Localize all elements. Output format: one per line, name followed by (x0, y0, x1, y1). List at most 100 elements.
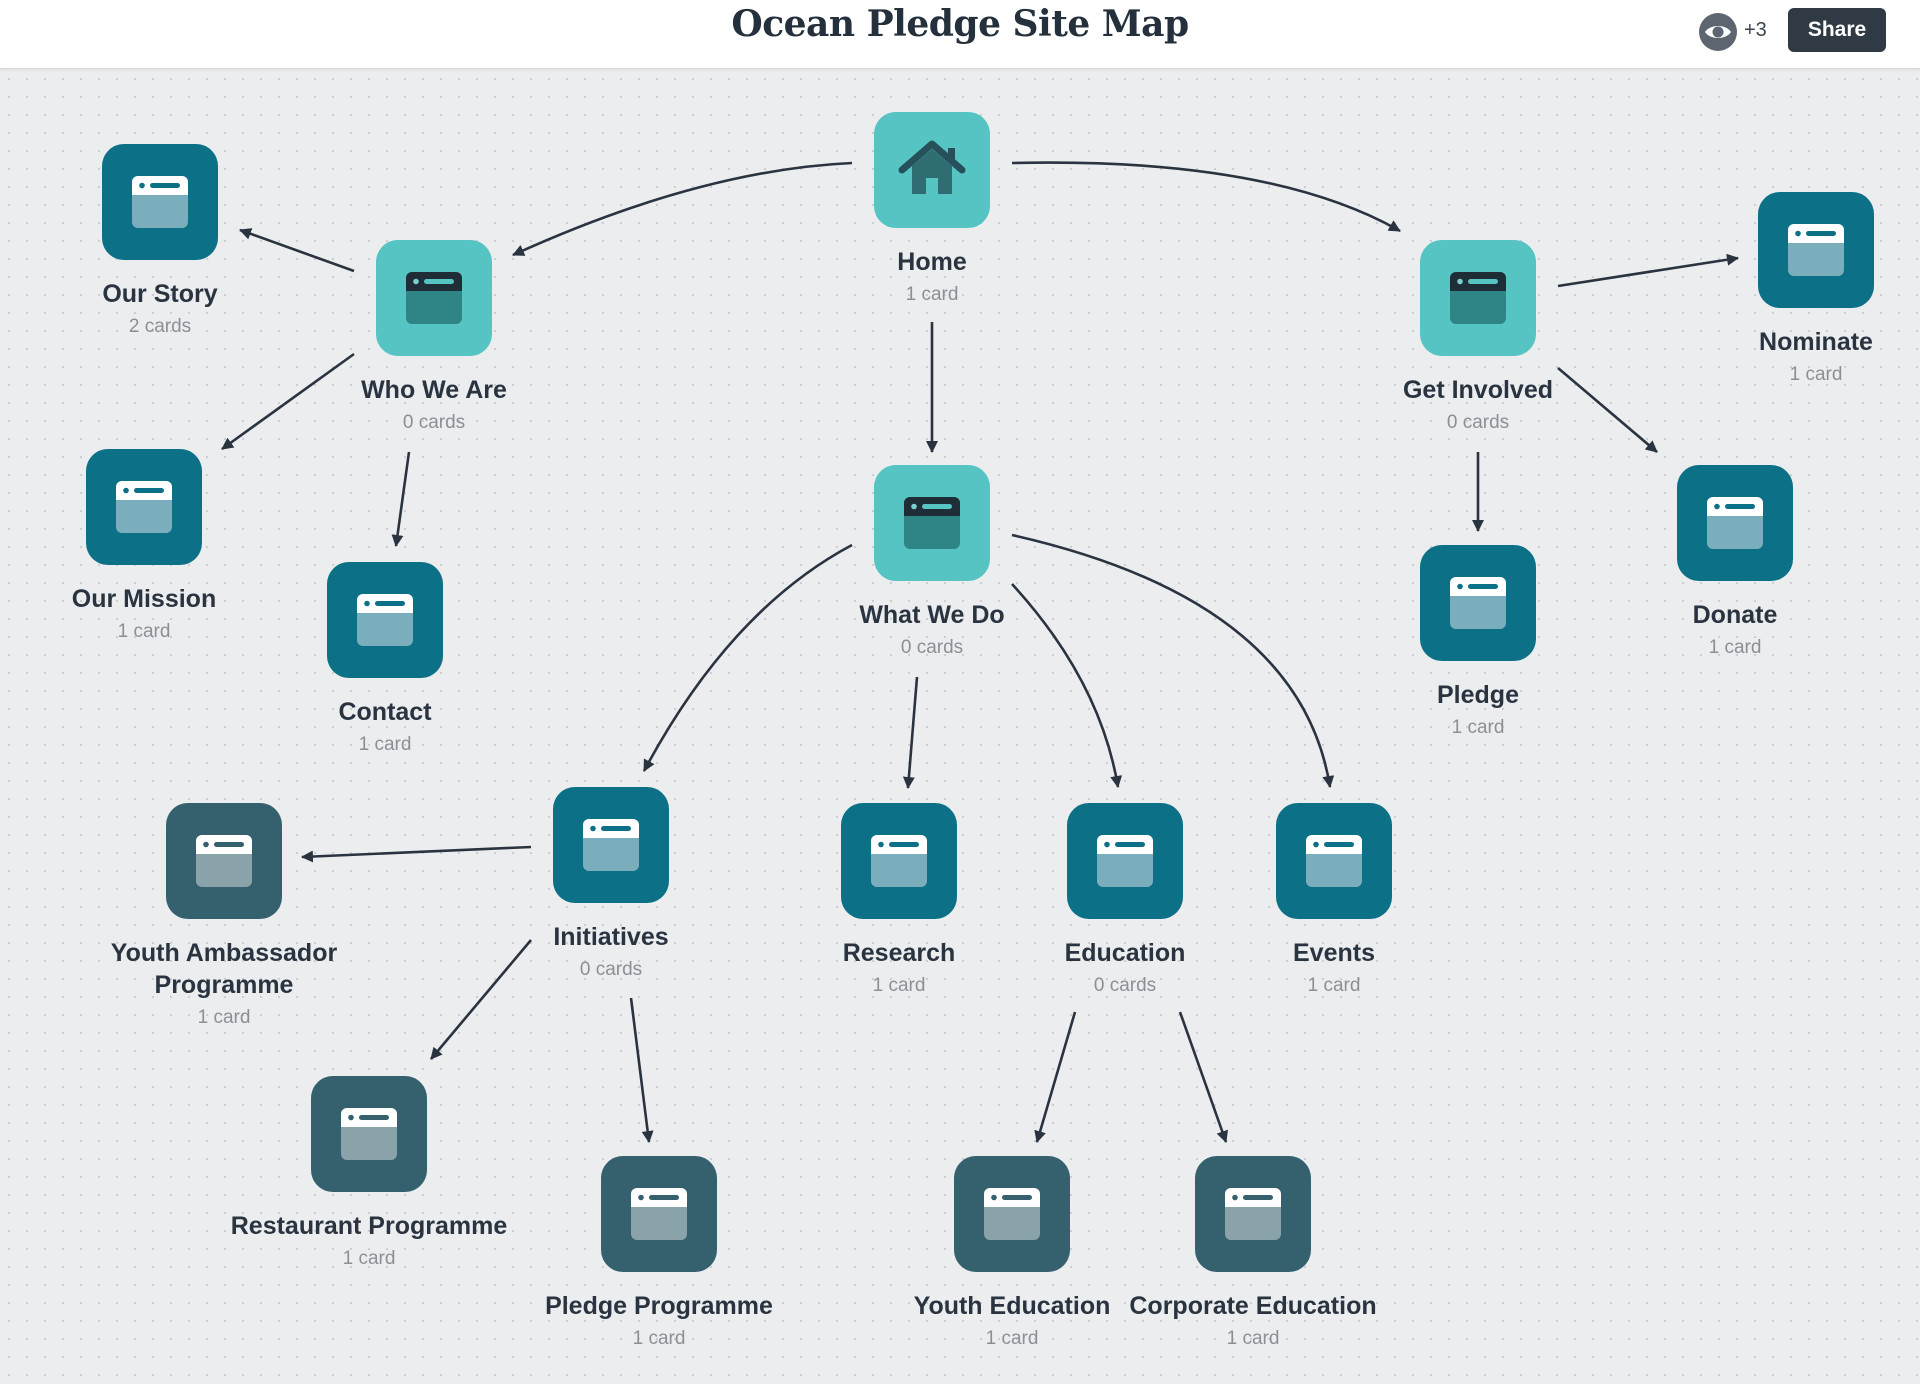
node-tile[interactable] (102, 144, 218, 260)
edge-what-we-do-to-initiatives (642, 543, 853, 772)
node-label: Contact (338, 698, 432, 726)
node-label: Donate (1692, 601, 1778, 629)
node-tile[interactable] (1195, 1156, 1311, 1272)
node-tile[interactable] (601, 1156, 717, 1272)
node-get-involved[interactable]: Get Involved 0 cards (1338, 240, 1618, 434)
page-icon (357, 594, 413, 646)
node-card-count: 0 cards (1093, 975, 1157, 996)
page-icon (196, 835, 252, 887)
node-label: Who We Are (361, 376, 507, 404)
node-card-count: 0 cards (579, 959, 643, 980)
node-label: Pledge Programme (545, 1292, 773, 1320)
edge-initiatives-to-youth-ambassador (301, 845, 532, 863)
node-card-count: 1 card (1789, 364, 1843, 385)
page-icon (116, 481, 172, 533)
edge-what-we-do-to-events (1011, 533, 1335, 788)
node-label: Nominate (1759, 328, 1873, 356)
edge-home-to-get-involved (1011, 161, 1401, 233)
viewers-count: +3 (1744, 19, 1767, 41)
node-tile[interactable] (1420, 545, 1536, 661)
node-tile[interactable] (166, 803, 282, 919)
node-label: Our Mission (71, 585, 217, 613)
edge-what-we-do-to-research (902, 676, 919, 789)
node-card-count: 1 card (358, 734, 412, 755)
node-contact[interactable]: Contact 1 card (245, 562, 525, 756)
edge-education-to-youth-education (1034, 1011, 1077, 1143)
page-icon (631, 1188, 687, 1240)
node-label: Get Involved (1402, 376, 1554, 404)
node-nominate[interactable]: Nominate 1 card (1676, 192, 1920, 386)
node-youth-ambassador[interactable]: Youth Ambassador Programme 1 card (84, 803, 364, 1029)
node-tile[interactable] (1276, 803, 1392, 919)
node-label: Our Story (102, 280, 218, 308)
page-icon (871, 835, 927, 887)
page-icon (904, 497, 960, 549)
node-label: Initiatives (553, 923, 669, 951)
node-tile[interactable] (954, 1156, 1070, 1272)
node-tile[interactable] (841, 803, 957, 919)
node-initiatives[interactable]: Initiatives 0 cards (471, 787, 751, 981)
edge-get-involved-to-donate (1557, 367, 1658, 453)
node-card-count: 1 card (117, 621, 171, 642)
node-tile[interactable] (327, 562, 443, 678)
node-pledge-programme[interactable]: Pledge Programme 1 card (519, 1156, 799, 1350)
node-card-count: 1 card (905, 284, 959, 305)
node-tile[interactable] (1420, 240, 1536, 356)
node-tile[interactable] (874, 112, 990, 228)
page-icon (406, 272, 462, 324)
node-label: Research (842, 939, 956, 967)
share-button[interactable]: Share (1788, 8, 1886, 52)
node-tile[interactable] (376, 240, 492, 356)
node-tile[interactable] (1677, 465, 1793, 581)
node-card-count: 0 cards (402, 412, 466, 433)
node-label: Restaurant Programme (230, 1212, 508, 1240)
page-title: Ocean Pledge Site Map (731, 3, 1189, 45)
node-corporate-education[interactable]: Corporate Education 1 card (1113, 1156, 1393, 1350)
node-our-mission[interactable]: Our Mission 1 card (4, 449, 284, 643)
eye-icon (1699, 13, 1737, 51)
node-label: Youth Ambassador Programme (110, 939, 338, 999)
edge-initiatives-to-restaurant (430, 939, 532, 1060)
home-icon (898, 140, 966, 194)
page-icon (1788, 224, 1844, 276)
node-card-count: 0 cards (1446, 412, 1510, 433)
edge-home-to-who-we-are (512, 161, 853, 257)
node-card-count: 1 card (1307, 975, 1361, 996)
edge-initiatives-to-pledge-programme (629, 997, 654, 1143)
node-tile[interactable] (86, 449, 202, 565)
node-tile[interactable] (1067, 803, 1183, 919)
node-card-count: 1 card (1451, 717, 1505, 738)
page-icon (1450, 577, 1506, 629)
node-card-count: 1 card (197, 1007, 251, 1028)
node-label: Events (1293, 939, 1375, 967)
node-card-count: 1 card (342, 1248, 396, 1269)
page-icon (132, 176, 188, 228)
node-restaurant[interactable]: Restaurant Programme 1 card (229, 1076, 509, 1270)
edge-what-we-do-to-education (1011, 583, 1123, 788)
node-card-count: 1 card (632, 1328, 686, 1349)
node-tile[interactable] (311, 1076, 427, 1192)
node-tile[interactable] (874, 465, 990, 581)
node-events[interactable]: Events 1 card (1194, 803, 1474, 997)
node-tile[interactable] (1758, 192, 1874, 308)
node-who-we-are[interactable]: Who We Are 0 cards (294, 240, 574, 434)
edge-get-involved-to-nominate (1557, 253, 1739, 288)
node-label: What We Do (859, 601, 1005, 629)
edge-who-we-are-to-contact (391, 451, 411, 547)
node-label: Youth Education (913, 1292, 1111, 1320)
page-icon (984, 1188, 1040, 1240)
node-tile[interactable] (553, 787, 669, 903)
viewers-indicator[interactable]: +3 (1698, 12, 1767, 51)
edge-who-we-are-to-our-story (239, 228, 355, 273)
node-card-count: 1 card (1226, 1328, 1280, 1349)
node-label: Corporate Education (1129, 1292, 1377, 1320)
